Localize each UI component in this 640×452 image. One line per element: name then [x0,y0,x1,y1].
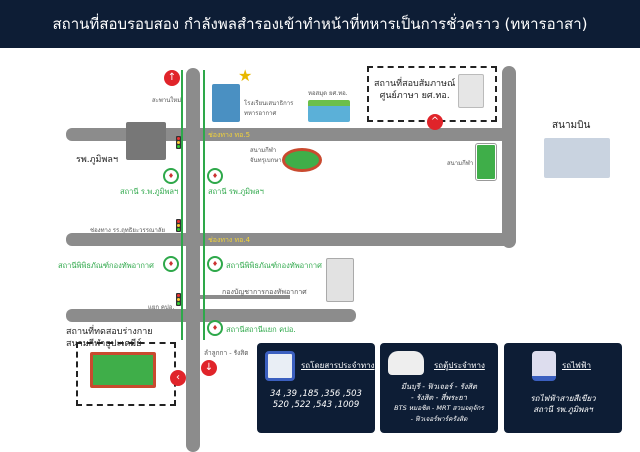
air-staff-school-label: โรงเรียนเสนาธิการทหารอากาศ [244,100,294,117]
skytrain-card: รถไฟฟ้า รถไฟฟ้าสายสีเขียว สถานี รพ.ภูมิพ… [504,343,622,433]
star-emblem-icon: ★ [238,66,253,85]
road-5-label: ช่องทาง ทอ.5 [208,131,251,139]
page-title: สถานที่สอบรอบสอง กำลังพลสำรองเข้าทำหน้าท… [0,0,640,48]
road-hq [200,295,290,299]
south-arrow-icon: ↓ [201,360,217,376]
thupatemi-stadium-image [90,352,156,388]
airport-label: สนามบิน [552,120,591,131]
hospital-label: รพ.ภูมิพลฯ [76,155,118,165]
north-arrow-icon: ↑ [164,70,180,86]
chan-stadium-image [282,148,322,172]
traffic-light-icon [176,136,181,149]
stadium-field-image [475,143,497,181]
station-museum-left[interactable]: สถานีพิพิธภัณฑ์กองทัพอากาศ [58,261,154,270]
bts-line-right [203,70,205,340]
bts-station-icon: ♦ [207,168,223,184]
van-title: รถตู้ประจำทาง [434,361,485,370]
bts-station-icon: ♦ [207,320,223,336]
hq-building [326,258,354,302]
traffic-light-icon [176,219,181,232]
bus-icon [265,351,295,381]
interview-site-label: สถานที่สอบสัมภาษณ์ ศูนย์ภาษา ยศ.ทอ. [374,79,456,101]
kpo-junction-label: แยก คปอ. [148,304,175,311]
van-route-2: - รังสิต - สี่พระยา [411,393,467,402]
airport-image [544,138,610,178]
station-museum-right[interactable]: สถานีพิพิธภัณฑ์กองทัพอากาศ [226,261,322,270]
road-kpo [66,309,356,322]
language-center-building [458,74,484,108]
bus-lines-2: 520 ,522 ,543 ,1009 [272,400,360,410]
stadium-chan-label: สนามกีฬา จันทรุเบกษา [250,147,282,164]
bus-lines-1: 34 ,39 ,185 ,356 ,503 [270,389,362,399]
bus-card: รถโดยสารประจำทาง 34 ,39 ,185 ,356 ,503 5… [257,343,375,433]
station-hospital-right[interactable]: สถานี รพ.ภูมิพลฯ [208,187,264,196]
library-label: หอสมุด ยศ.ทอ. [308,90,348,97]
physical-test-label: สถานที่ทดสอบร่างกาย สนามกีฬาธูปะเตมีย์ [66,327,153,349]
road-east [502,66,516,248]
main-road-vertical [186,68,200,452]
saphan-mai-label: สะพานใหม่ [152,97,182,104]
bts-station-icon: ♦ [163,168,179,184]
skytrain-line: รถไฟฟ้าสายสีเขียว [530,394,596,403]
skytrain-title: รถไฟฟ้า [562,361,591,370]
road-4-label: ช่องทาง ทอ.4 [208,236,251,244]
bts-station-icon: ♦ [207,256,223,272]
bus-title: รถโดยสารประจำทาง [301,361,375,370]
van-icon [388,351,424,375]
station-kpo[interactable]: สถานีสถานีแยก คปอ. [226,325,296,334]
hospital-building [126,122,166,160]
library-building [308,100,350,122]
air-staff-school-building [212,84,240,122]
skytrain-icon [532,351,556,381]
van-route-1: มีนบุรี - ฟิวเจอร์ - รังสิต [401,382,477,391]
skytrain-station: สถานี รพ.ภูมิพลฯ [533,405,593,414]
school-gate-label: ช่องทาง รร.ฤทธิยะวรรณาลัย [90,227,166,234]
van-route-3: BTS หมอชิต - MRT สวนจตุจักร [394,404,484,412]
bts-line-left [181,70,183,340]
road-4 [66,233,516,246]
van-route-4: - ฟิวเจอร์พาร์ครังสิต [410,415,468,423]
hq-label: กองบัญชาการกองทัพอากาศ [222,288,307,296]
van-card: รถตู้ประจำทาง มีนบุรี - ฟิวเจอร์ - รังสิ… [380,343,498,433]
interview-location-marker-icon: ^ [427,114,443,130]
lamlukka-label: ลำลูกกา - รังสิต [204,349,249,357]
bts-station-icon: ♦ [163,256,179,272]
physical-test-marker-icon: ‹ [170,370,186,386]
stadium-label: สนามกีฬา [447,160,474,167]
traffic-light-icon [176,293,181,306]
station-hospital-left[interactable]: สถานี ร.พ.ภูมิพลฯ [120,187,179,196]
